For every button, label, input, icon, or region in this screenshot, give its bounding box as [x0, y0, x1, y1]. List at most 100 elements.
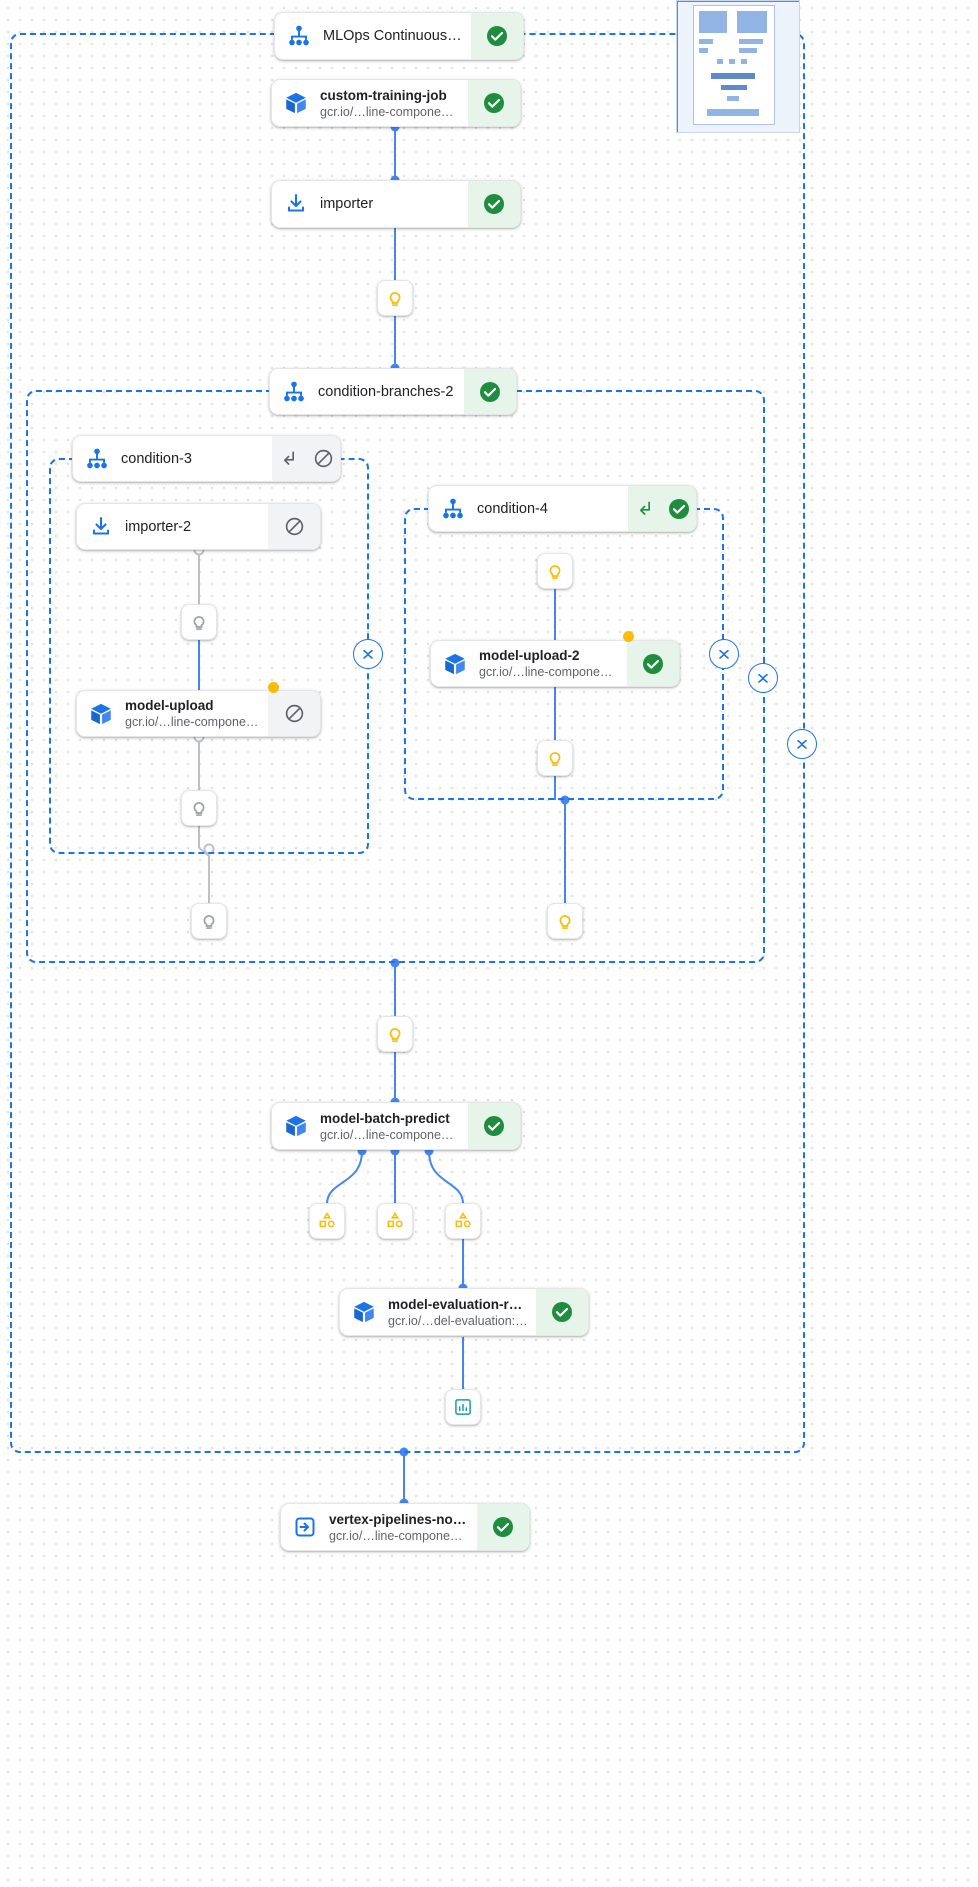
chip-param-condition-3-out[interactable]	[191, 903, 227, 939]
minimap-block	[729, 59, 735, 64]
node-model-evaluation-regression[interactable]: model-evaluation-regres… gcr.io/…del-eva…	[339, 1288, 589, 1336]
node-subtitle: gcr.io/…line-components:2.6.0	[320, 1127, 460, 1142]
status-badge-succeeded	[662, 486, 696, 531]
chip-param-model-upload-out[interactable]	[181, 790, 217, 826]
collapse-button-condition-4[interactable]	[709, 639, 739, 669]
block-circle-icon	[314, 449, 332, 468]
node-subtitle: gcr.io/…line-components:2.6.0	[329, 1528, 469, 1543]
node-condition-4[interactable]: condition-4	[428, 485, 697, 532]
check-circle-icon	[643, 653, 663, 674]
minimap-block	[739, 39, 763, 44]
node-mlops-continuous-training[interactable]: MLOps Continuous Traini…	[274, 12, 524, 60]
minimap-block	[721, 85, 747, 90]
dag-hierarchy-icon	[275, 13, 323, 59]
chevron-collapse-icon	[719, 649, 729, 659]
chip-artifact-batch-predict-3[interactable]	[445, 1203, 481, 1239]
minimap-block	[699, 39, 713, 44]
chip-param-condition-4-out[interactable]	[547, 903, 583, 939]
artifact-node-icon	[319, 1211, 335, 1228]
check-circle-icon	[484, 93, 504, 113]
minimap-block	[711, 73, 755, 79]
chip-param-model-upload-2-out[interactable]	[537, 740, 573, 776]
chevron-collapse-icon	[363, 649, 373, 659]
minimap-block	[699, 11, 727, 33]
minimap-block	[727, 96, 739, 101]
status-badge-succeeded	[468, 1103, 520, 1149]
node-model-batch-predict[interactable]: model-batch-predict gcr.io/…line-compone…	[271, 1102, 521, 1150]
node-text: custom-training-job gcr.io/…line-compone…	[320, 80, 468, 126]
artifact-node-icon	[387, 1211, 403, 1228]
collapse-button-condition-branches-2[interactable]	[748, 663, 778, 693]
lightbulb-icon	[549, 565, 561, 579]
container-cube-icon	[272, 1103, 320, 1149]
node-model-upload-2[interactable]: model-upload-2 gcr.io/…line-components:2…	[430, 640, 680, 687]
lightbulb-icon	[559, 915, 571, 929]
import-download-icon	[77, 504, 125, 549]
chevron-collapse-icon	[758, 673, 768, 683]
chevron-collapse-icon	[797, 739, 807, 749]
node-condition-3[interactable]: condition-3	[72, 435, 341, 482]
minimap-block	[739, 48, 757, 53]
node-title: custom-training-job	[320, 87, 447, 103]
cached-dot-model-upload	[268, 682, 279, 693]
status-badge-skipped	[306, 436, 340, 481]
minimap-viewport[interactable]	[677, 1, 799, 132]
node-text: importer	[320, 181, 468, 227]
collapse-button-condition-3[interactable]	[353, 639, 383, 669]
chip-param-branches-out[interactable]	[377, 1016, 413, 1052]
chip-param-importer-2-out[interactable]	[181, 604, 217, 640]
node-text: model-evaluation-regres… gcr.io/…del-eva…	[388, 1289, 536, 1335]
node-title: importer	[320, 196, 374, 212]
container-cube-icon	[77, 691, 125, 736]
lightbulb-icon	[193, 802, 205, 816]
metrics-chart-icon	[455, 1399, 471, 1415]
node-title: importer-2	[125, 518, 192, 535]
minimap-block	[737, 11, 767, 33]
minimap-block	[717, 59, 723, 64]
chip-artifact-evaluation-metrics[interactable]	[445, 1389, 481, 1425]
check-circle-icon	[484, 1116, 504, 1136]
chip-param-condition-4-in[interactable]	[537, 553, 573, 589]
lightbulb-icon	[549, 752, 561, 766]
node-text: vertex-pipelines-notificat… gcr.io/…line…	[329, 1504, 477, 1550]
node-importer-2[interactable]: importer-2	[76, 503, 321, 550]
subdirectory-arrow-icon[interactable]	[272, 436, 306, 481]
node-vertex-pipelines-notification[interactable]: vertex-pipelines-notificat… gcr.io/…line…	[280, 1503, 530, 1551]
check-circle-icon	[487, 26, 507, 46]
node-importer[interactable]: importer	[271, 180, 521, 228]
node-title: condition-3	[121, 450, 192, 467]
exit-arrow-box-icon	[281, 1504, 329, 1550]
node-model-upload[interactable]: model-upload gcr.io/…line-components:2.6…	[76, 690, 321, 737]
chip-artifact-batch-predict-2[interactable]	[377, 1203, 413, 1239]
container-cube-icon	[431, 641, 479, 686]
status-badge-succeeded	[477, 1504, 529, 1550]
node-text: condition-3	[121, 436, 272, 481]
status-badge-succeeded	[468, 181, 520, 227]
node-subtitle: gcr.io/…line-components:2.6.0	[479, 665, 619, 679]
check-circle-icon	[480, 381, 500, 402]
subdirectory-arrow-icon[interactable]	[628, 486, 662, 531]
dag-hierarchy-icon	[73, 436, 121, 481]
container-cube-icon	[272, 80, 320, 126]
node-custom-training-job[interactable]: custom-training-job gcr.io/…line-compone…	[271, 79, 521, 127]
chip-param-importer-out[interactable]	[377, 280, 413, 316]
lightbulb-icon	[203, 915, 215, 929]
graph-minimap[interactable]	[676, 0, 800, 133]
node-text: condition-4	[477, 486, 628, 531]
node-title: condition-4	[477, 500, 548, 517]
status-badge-skipped	[268, 691, 320, 736]
status-badge-succeeded	[627, 641, 679, 686]
node-subtitle: gcr.io/…del-evaluation:v0.9.3	[388, 1313, 528, 1328]
status-badge-succeeded	[471, 13, 523, 59]
minimap-block	[707, 109, 759, 116]
block-circle-icon	[285, 517, 303, 536]
minimap-block	[699, 48, 708, 53]
node-text: model-batch-predict gcr.io/…line-compone…	[320, 1103, 468, 1149]
node-subtitle: gcr.io/…line-components:2.6.0	[320, 104, 460, 119]
chip-artifact-batch-predict-1[interactable]	[309, 1203, 345, 1239]
collapse-button-pipeline-root[interactable]	[787, 729, 817, 759]
minimap-block	[741, 59, 747, 64]
import-download-icon	[272, 181, 320, 227]
node-condition-branches-2[interactable]: condition-branches-2	[269, 368, 517, 415]
